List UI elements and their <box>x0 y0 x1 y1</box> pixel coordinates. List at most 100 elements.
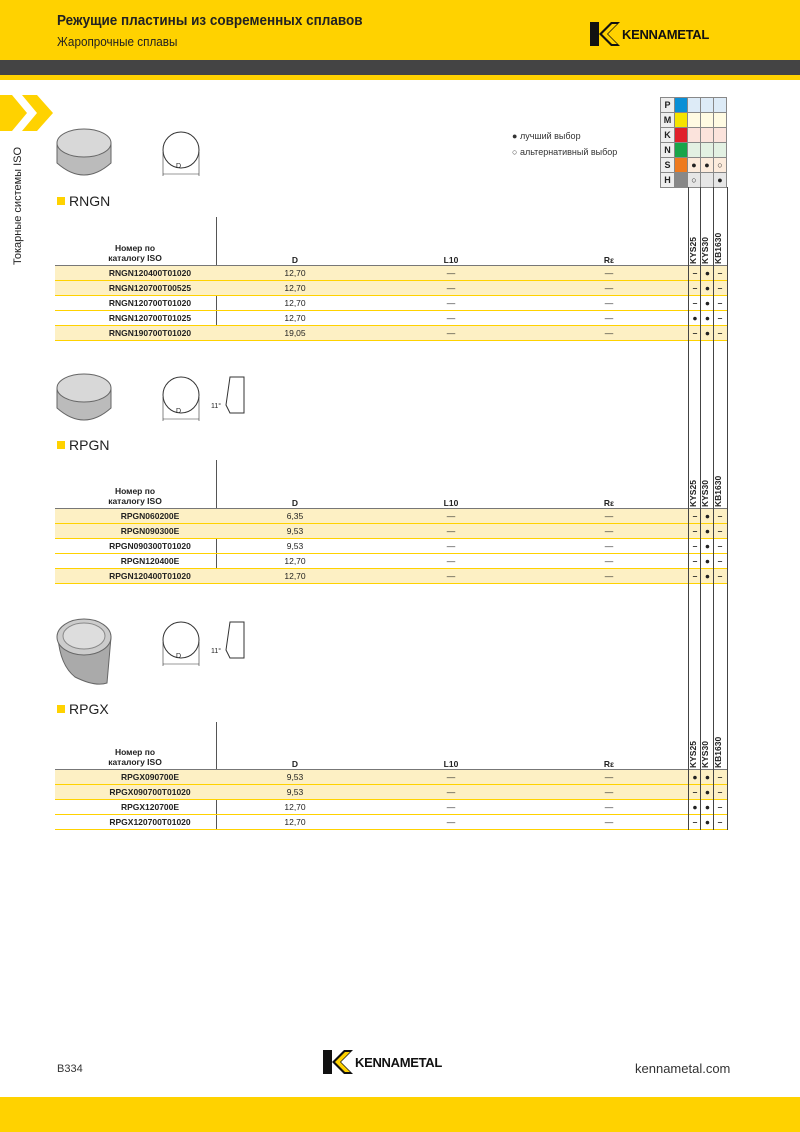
material-row-S: S●●○ <box>660 157 727 173</box>
material-mark: ● <box>687 157 701 173</box>
cell-d: 12,70 <box>284 571 306 581</box>
cell-l10: — <box>446 787 456 797</box>
grade-mark: ● <box>704 787 711 797</box>
grade-mark: – <box>717 526 723 536</box>
grade-header: KYS25 <box>688 480 698 507</box>
material-letter: M <box>660 112 675 128</box>
grade-mark: – <box>717 283 723 293</box>
grade-mark: ● <box>704 298 711 308</box>
insert-image <box>56 618 112 685</box>
cell-l10: — <box>446 817 456 827</box>
material-row-H: H○● <box>660 172 727 188</box>
part-number: RPGX090700T01020 <box>109 787 191 797</box>
insert-image <box>56 128 112 176</box>
material-mark <box>700 97 714 113</box>
cell-d: 12,70 <box>284 817 306 827</box>
dimension-drawing <box>162 621 200 666</box>
k-logo-icon <box>323 1050 353 1074</box>
logo-text: KENNAMETAL <box>622 26 710 42</box>
material-row-P: P <box>660 97 727 113</box>
dimension-drawing <box>162 376 200 421</box>
cell-d: 19,05 <box>284 328 306 338</box>
grade-mark: ● <box>704 283 711 293</box>
dim-label: D <box>176 163 182 170</box>
footer-bar <box>0 1097 800 1132</box>
material-letter: H <box>660 172 675 188</box>
grade-mark: ● <box>692 772 698 782</box>
grade-mark: – <box>717 268 723 278</box>
page-number: B334 <box>57 1063 83 1075</box>
cell-d: 12,70 <box>284 802 306 812</box>
cell-re: — <box>604 556 614 566</box>
part-number: RPGX120700E <box>120 802 180 812</box>
grade-header: KYS30 <box>700 237 710 264</box>
grade-mark: – <box>717 541 723 551</box>
col-header-l10: L10 <box>443 759 459 769</box>
material-mark <box>713 97 727 113</box>
grade-header: KB1630 <box>713 232 723 264</box>
part-number: RNGN120400T01020 <box>108 268 192 278</box>
cell-re: — <box>604 511 614 521</box>
col-header-d: D <box>291 255 299 265</box>
material-color <box>674 97 688 113</box>
grade-column-line <box>713 187 714 830</box>
grade-mark: – <box>717 772 723 782</box>
cell-d: 9,53 <box>286 526 304 536</box>
cell-d: 9,53 <box>286 772 304 782</box>
grade-mark: ● <box>704 541 711 551</box>
part-number: RPGX090700E <box>120 772 180 782</box>
material-mark <box>687 142 701 158</box>
cell-re: — <box>604 541 614 551</box>
side-tab-label: Токарные системы ISO <box>12 146 24 265</box>
cell-re: — <box>604 298 614 308</box>
grade-header: KB1630 <box>713 475 723 507</box>
material-mark <box>700 127 714 143</box>
grade-mark: ● <box>704 772 711 782</box>
cell-l10: — <box>446 802 456 812</box>
legend-best-label: лучший выбор <box>519 131 581 141</box>
material-row-N: N <box>660 142 727 158</box>
cell-re: — <box>604 802 614 812</box>
material-mark <box>687 97 701 113</box>
material-mark: ○ <box>713 157 727 173</box>
grade-mark: – <box>717 787 723 797</box>
material-mark <box>713 142 727 158</box>
part-number: RNGN120700T01020 <box>108 298 192 308</box>
grade-header: KYS25 <box>688 237 698 264</box>
grade-mark: – <box>692 817 698 827</box>
website-link[interactable]: kennametal.com <box>635 1061 731 1076</box>
col-header-re: Rε <box>603 759 615 769</box>
grade-mark: ● <box>704 571 711 581</box>
grade-column-line <box>700 187 701 830</box>
grade-mark: ● <box>704 817 711 827</box>
grade-mark: ● <box>704 328 711 338</box>
col-header-re: Rε <box>603 498 615 508</box>
material-row-K: K <box>660 127 727 143</box>
cell-re: — <box>604 526 614 536</box>
part-number: RNGN120700T00525 <box>108 283 192 293</box>
grade-header: KB1630 <box>713 736 723 768</box>
material-mark <box>700 172 714 188</box>
cell-d: 9,53 <box>286 787 304 797</box>
col-header-re: Rε <box>603 255 615 265</box>
page-subtitle: Жаропрочные сплавы <box>57 34 178 49</box>
cell-l10: — <box>446 328 456 338</box>
cell-l10: — <box>446 571 456 581</box>
series-name: RPGN <box>69 437 110 453</box>
material-color <box>674 112 688 128</box>
grade-mark: – <box>692 541 698 551</box>
cell-re: — <box>604 328 614 338</box>
material-color <box>674 142 688 158</box>
